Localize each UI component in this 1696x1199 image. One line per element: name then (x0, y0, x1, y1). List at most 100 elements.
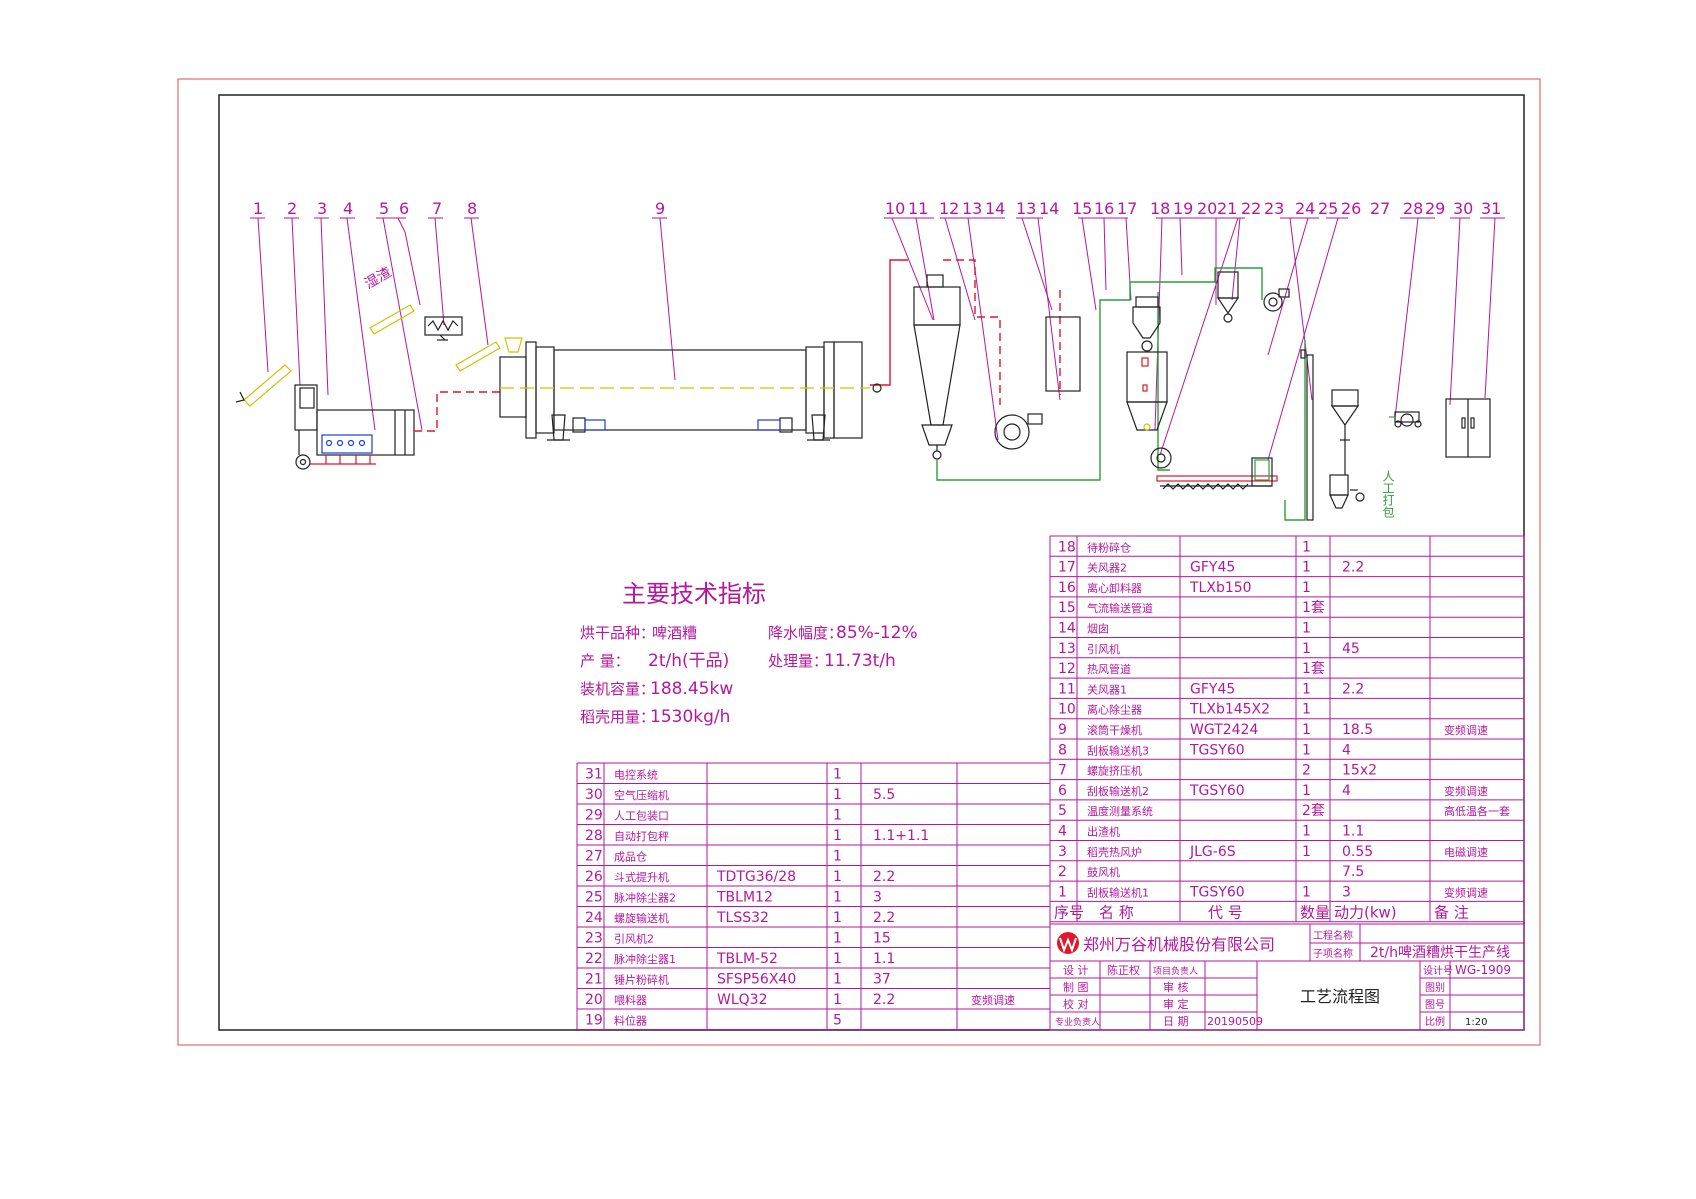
bom-left-cell-no: 31 (585, 767, 603, 783)
bom-right-cell-name: 烟囱 (1087, 622, 1109, 636)
bom-right-cell-qty: 1套 (1302, 600, 1325, 616)
sub-project-label: 子项名称 (1313, 947, 1353, 960)
bom-right-cell-no: 14 (1058, 621, 1076, 637)
callout-15: 15 (1072, 199, 1092, 218)
bom-left-cell-qty: 5 (833, 1013, 842, 1029)
callout-17: 17 (1117, 199, 1137, 218)
title-block-text: 郑州万谷机械股份有限公司 工程名称 子项名称 2t/h啤酒糟烘干生产线 设 计 … (1055, 929, 1511, 1028)
bom-left-cell-name: 料位器 (614, 1014, 647, 1028)
bom-left-cell-no: 23 (585, 931, 603, 947)
scale-label: 比例 (1425, 1015, 1445, 1028)
bom-left-cell-name: 成品仓 (614, 850, 647, 864)
bom-left-cell-no: 29 (585, 808, 603, 824)
manual-pack-label: 人工打包 (1381, 470, 1395, 518)
drawing-title: 工艺流程图 (1300, 987, 1380, 1006)
bom-right-cell-power: 1.1 (1342, 824, 1364, 840)
bom-left-cell-qty: 1 (833, 828, 842, 844)
bom-left-cell-no: 28 (585, 828, 603, 844)
callout-11: 11 (908, 199, 928, 218)
bom-header-remark: 备 注 (1434, 904, 1469, 922)
bom-right-cell-no: 2 (1058, 864, 1067, 880)
callout-21: 21 (1217, 199, 1237, 218)
bom-left-cell-qty: 1 (833, 951, 842, 967)
callout-14a: 14 (985, 199, 1005, 218)
specs-moisture-value: 85%-12% (836, 623, 918, 643)
bom-left-cell-power: 3 (873, 890, 882, 906)
bom-right-cell-power: 3 (1342, 884, 1351, 900)
bom-right-cell-remark: 高低温各一套 (1444, 804, 1510, 818)
husk-hot-air-furnace (316, 409, 415, 456)
cyclone-group (913, 274, 1081, 460)
pm-label: 项目负责人 (1153, 965, 1198, 977)
callout-19: 19 (1173, 199, 1193, 218)
bom-right-cell-name: 螺旋挤压机 (1087, 764, 1142, 778)
bom-right-cell-no: 9 (1058, 722, 1067, 738)
bom-right-cell-no: 12 (1058, 661, 1076, 677)
callout-20: 20 (1197, 199, 1217, 218)
bom-left-cell-qty: 1 (833, 931, 842, 947)
bom-right-cell-code: TLXb145X2 (1189, 702, 1270, 718)
bom-right-cell-no: 4 (1058, 824, 1067, 840)
bom-left-cell-power: 5.5 (873, 787, 895, 803)
bom-right-cell-name: 引风机 (1087, 642, 1120, 656)
bom-right-cell-qty: 1套 (1302, 661, 1325, 677)
bom-right-cell-code: TGSY60 (1189, 884, 1245, 900)
callout-28: 28 (1403, 199, 1423, 218)
scale-value: 1:20 (1465, 1017, 1487, 1028)
design-label: 设 计 (1063, 964, 1089, 977)
callout-12: 12 (939, 199, 959, 218)
callout-24: 24 (1295, 199, 1315, 218)
chimney (1045, 316, 1081, 392)
bom-right-cell-no: 10 (1058, 702, 1076, 718)
bom-left-cell-remark: 变频调速 (971, 993, 1015, 1007)
bom-right-cell-qty: 1 (1302, 621, 1311, 637)
bom-right-cell-qty: 1 (1302, 539, 1311, 555)
bom-right-cell-power: 15x2 (1342, 763, 1377, 779)
specs-capacity-value: 11.73t/h (824, 651, 896, 671)
date-value: 20190509 (1207, 1015, 1263, 1028)
major-label: 专业负责人 (1055, 1016, 1100, 1028)
specs-output-value: 2t/h(干品) (648, 651, 729, 671)
bom-right-cell-qty: 1 (1302, 681, 1311, 697)
callout-31: 31 (1481, 199, 1501, 218)
bom-right-cell-code: WGT2424 (1190, 722, 1258, 738)
callout-10: 10 (885, 199, 905, 218)
bom-right-cell-power: 2.2 (1342, 681, 1364, 697)
bom-header-code: 代 号 (1208, 904, 1243, 922)
company-name: 郑州万谷机械股份有限公司 (1083, 935, 1275, 954)
bom-right-cell-qty: 1 (1302, 580, 1311, 596)
bom-right-cell-no: 18 (1058, 539, 1076, 555)
callout-14b: 14 (1039, 199, 1059, 218)
bom-left-cell-code: TDTG36/28 (716, 869, 796, 885)
bom-right-cell-name: 关风器1 (1087, 682, 1127, 696)
equipment-right (1126, 271, 1491, 521)
bom-header-qty: 数量 (1300, 904, 1330, 922)
drawing-type-label: 图别 (1425, 982, 1445, 994)
bom-left-cell-no: 21 (585, 972, 603, 988)
callout-5: 5 (379, 199, 389, 218)
callout-26: 26 (1341, 199, 1361, 218)
bom-header-power: 动力(kw) (1334, 904, 1397, 922)
bom-left-cell-name: 自动打包秤 (614, 829, 669, 843)
specs-power-label: 装机容量： (580, 680, 655, 698)
bom-right-cell-qty: 1 (1302, 722, 1311, 738)
bom-left-cell-name: 锤片粉碎机 (614, 973, 669, 987)
callout-27: 27 (1370, 199, 1390, 218)
bom-right-cell-qty: 2套 (1302, 803, 1325, 819)
title-block (1049, 923, 1525, 1031)
drawing-num-label: 图号 (1425, 999, 1445, 1011)
sub-project-value: 2t/h啤酒糟烘干生产线 (1370, 945, 1510, 961)
specs-product-label: 烘干品种： (580, 624, 655, 642)
check-label: 审 核 (1163, 980, 1189, 994)
bom-left-cell-power: 2.2 (873, 992, 895, 1008)
bom-right-cell-power: 2.2 (1342, 560, 1364, 576)
specs-husk-label: 稻壳用量： (580, 708, 655, 726)
bom-right-cell-code: TLXb150 (1189, 580, 1252, 596)
bom-left-cell-power: 2.2 (873, 869, 895, 885)
callout-leaders (250, 217, 1505, 461)
bom-header-name: 名 称 (1099, 904, 1134, 922)
bom-left-cell-code: TBLM-52 (716, 951, 778, 967)
company-logo (1057, 932, 1079, 954)
specs-output-label: 产 量： (580, 652, 630, 670)
